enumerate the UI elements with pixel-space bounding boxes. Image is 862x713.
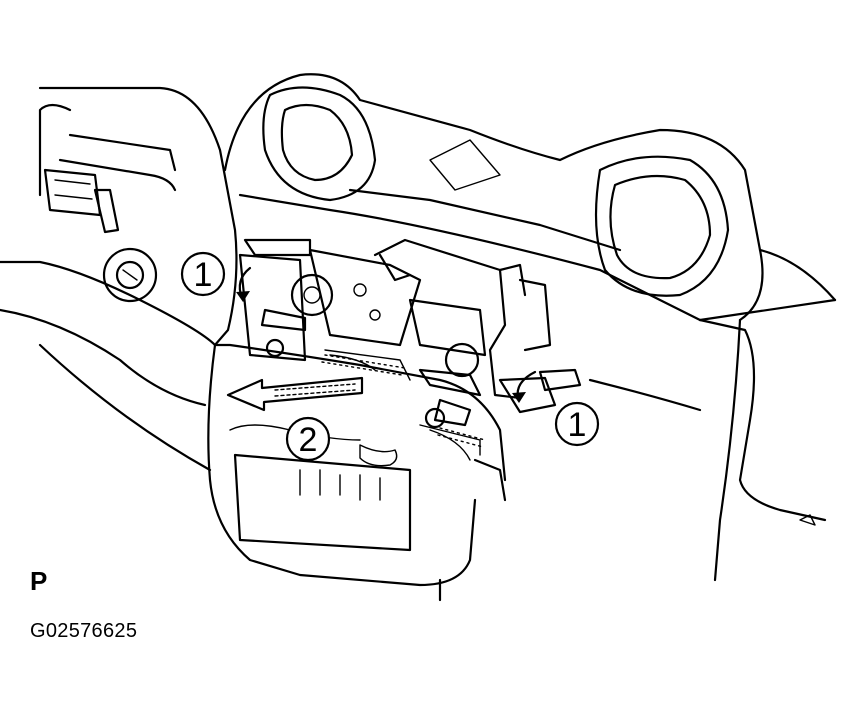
- dashboard-outline: [0, 86, 238, 472]
- control-assembly: [238, 238, 582, 456]
- callout-2-label: 2: [299, 421, 318, 459]
- callout-2: 2: [285, 416, 331, 462]
- view-letter: P: [30, 566, 48, 596]
- dotted-strips: [321, 354, 486, 448]
- figure-code: G02576625: [30, 620, 138, 642]
- callout-1-right-label: 1: [568, 406, 587, 444]
- ignition-switch: [43, 168, 158, 303]
- callout-1-left-label: 1: [194, 256, 213, 294]
- clip-arrows: [236, 266, 537, 403]
- callout-1-left: 1: [180, 251, 226, 297]
- upper-dashboard: [223, 73, 837, 322]
- callout-1-right: 1: [554, 401, 600, 447]
- right-panel: [588, 318, 827, 582]
- removal-arrow: [226, 376, 364, 412]
